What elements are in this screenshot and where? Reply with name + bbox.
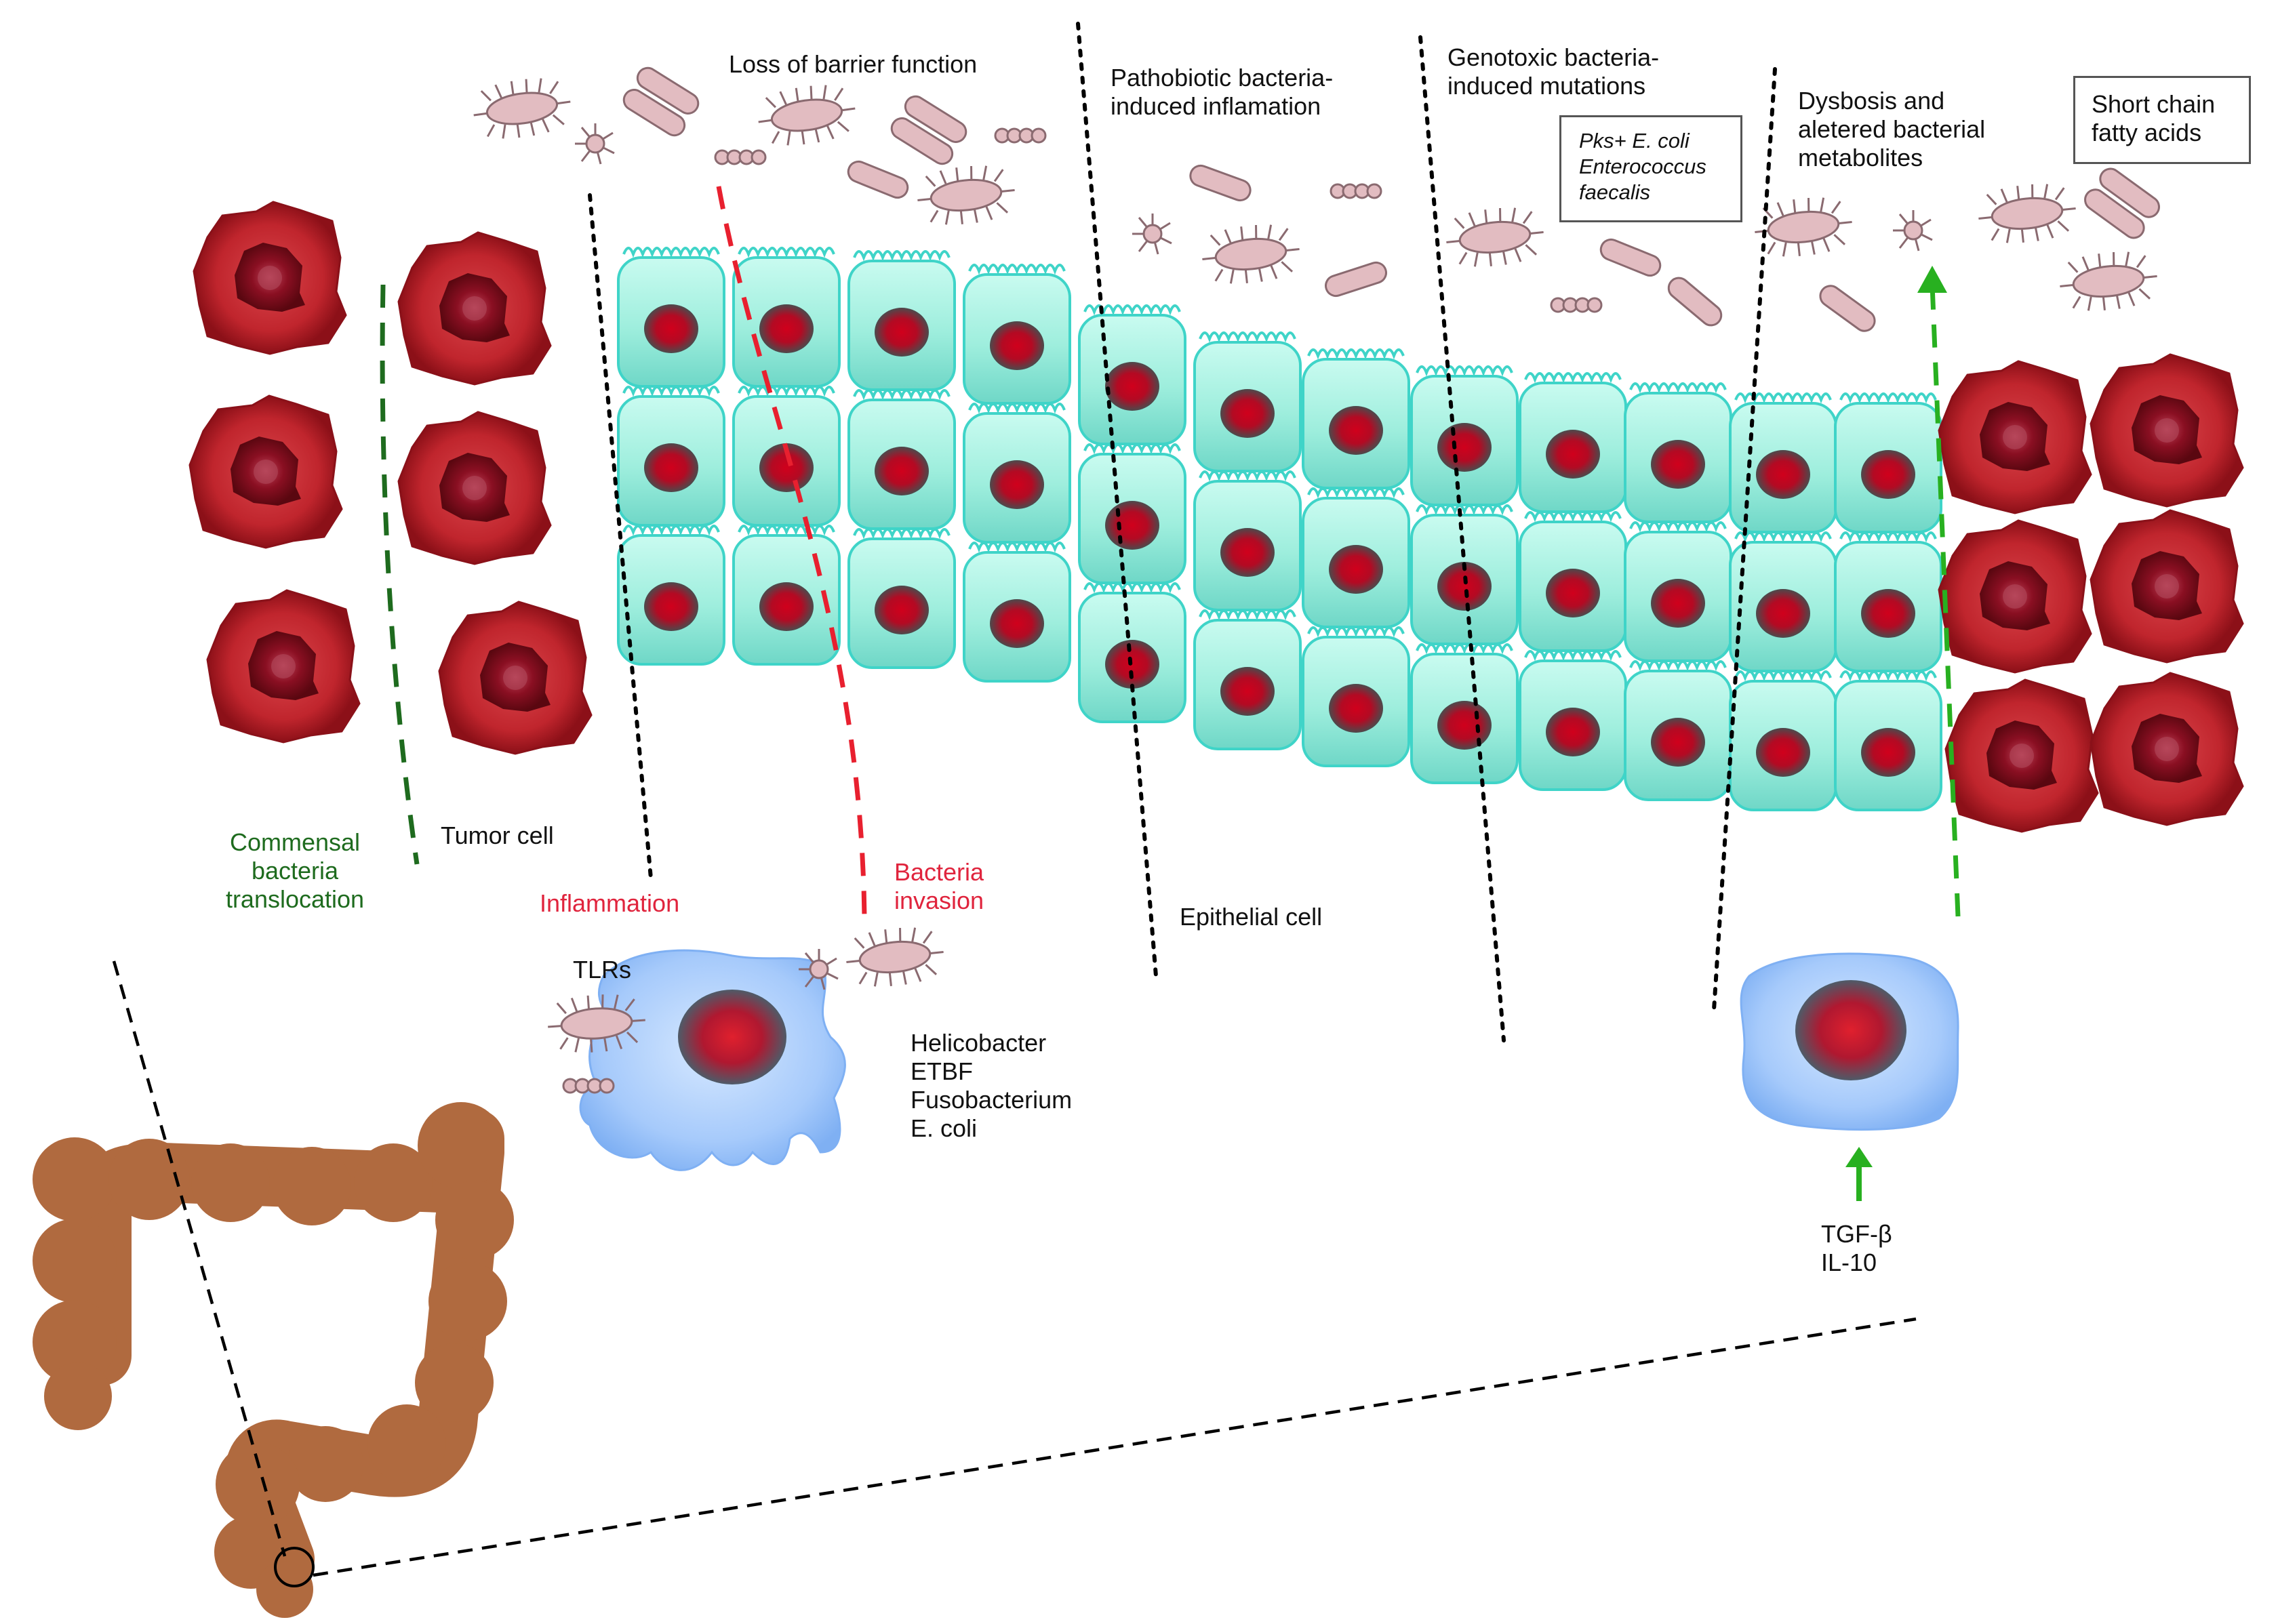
tumor-cells-right	[1938, 353, 2244, 833]
epithelial-cell	[1729, 392, 1837, 533]
epithelial-cell	[1078, 304, 1186, 445]
epithelial-cell	[1193, 470, 1302, 611]
epithelial-cell	[847, 528, 956, 669]
label-pathobiotic-inflammation: Pathobiotic bacteria- induced inflamatio…	[1111, 64, 1334, 120]
label-bacteria-invasion: Bacteria invasion	[894, 858, 984, 914]
epithelial-cell	[617, 247, 725, 388]
epithelial-cell	[1834, 670, 1942, 811]
dotted-dividers	[588, 22, 1777, 1042]
epithelial-cell	[1834, 531, 1942, 672]
scfa-box: Short chain fatty acids	[2073, 76, 2251, 164]
epithelial-cell	[1519, 650, 1627, 791]
epithelial-cell	[1410, 643, 1519, 784]
bacteria-invasion-line	[716, 186, 867, 919]
epithelial-cell	[1410, 504, 1519, 645]
pks-species-box: Pks+ E. coli Enterococcus faecalis	[1559, 115, 1742, 222]
epithelial-cell	[1519, 511, 1627, 652]
epithelial-cell	[1302, 626, 1410, 767]
label-tlrs: TLRs	[573, 956, 632, 983]
zoom-origin-circle	[274, 1547, 315, 1587]
label-pathogen-list: Helicobacter ETBF Fusobacterium E. coli	[911, 1029, 1073, 1142]
regulatory-immune-cell	[1740, 952, 1959, 1131]
label-pks-species: Pks+ E. coli Enterococcus faecalis	[1579, 129, 1706, 204]
label-epithelial-cell: Epithelial cell	[1180, 903, 1323, 931]
colon-lobes	[33, 1102, 514, 1618]
epithelial-cell	[1410, 365, 1519, 506]
epithelial-cell	[1519, 372, 1627, 513]
label-tumor-cell: Tumor cell	[441, 821, 554, 849]
label-cytokines: TGF-β IL-10	[1821, 1220, 1892, 1276]
epithelial-cell	[963, 403, 1071, 544]
epithelial-cell	[963, 264, 1071, 405]
scfa-upward-arrow	[1917, 266, 1961, 917]
label-dysbosis: Dysbosis and aletered bacterial metaboli…	[1798, 87, 1986, 171]
immune-cell-dendritic	[579, 949, 846, 1171]
epithelial-cell	[1624, 521, 1732, 662]
epithelial-cell	[1729, 531, 1837, 672]
cytokine-up-arrow	[1845, 1147, 1873, 1201]
epithelial-cell	[847, 250, 956, 391]
label-inflammation: Inflammation	[540, 889, 680, 917]
label-commensal-translocation: Commensal bacteria translocation	[225, 828, 365, 913]
commensal-translocation-line	[380, 284, 420, 865]
label-genotoxic-mutations: Genotoxic bacteria- induced mutations	[1447, 43, 1660, 100]
epithelial-cell	[1729, 670, 1837, 811]
label-loss-barrier: Loss of barrier function	[729, 50, 978, 78]
label-scfa: Short chain fatty acids	[2092, 90, 2216, 146]
epithelial-cell	[1193, 331, 1302, 472]
epithelial-cell	[1193, 609, 1302, 750]
epithelial-cell	[1302, 348, 1410, 489]
epithelial-cell	[963, 542, 1071, 683]
epithelial-cell	[1078, 443, 1186, 584]
epithelial-cell	[617, 525, 725, 666]
epithelial-cell	[1624, 660, 1732, 801]
zoom-guides	[112, 960, 1917, 1577]
epithelial-cell	[1624, 382, 1732, 523]
epithelial-cell	[1834, 392, 1942, 533]
tumor-cells-left	[188, 201, 593, 755]
epithelial-layer	[617, 247, 1942, 811]
epithelial-cell	[1302, 487, 1410, 628]
epithelial-cell	[847, 389, 956, 530]
epithelial-cell	[617, 386, 725, 527]
